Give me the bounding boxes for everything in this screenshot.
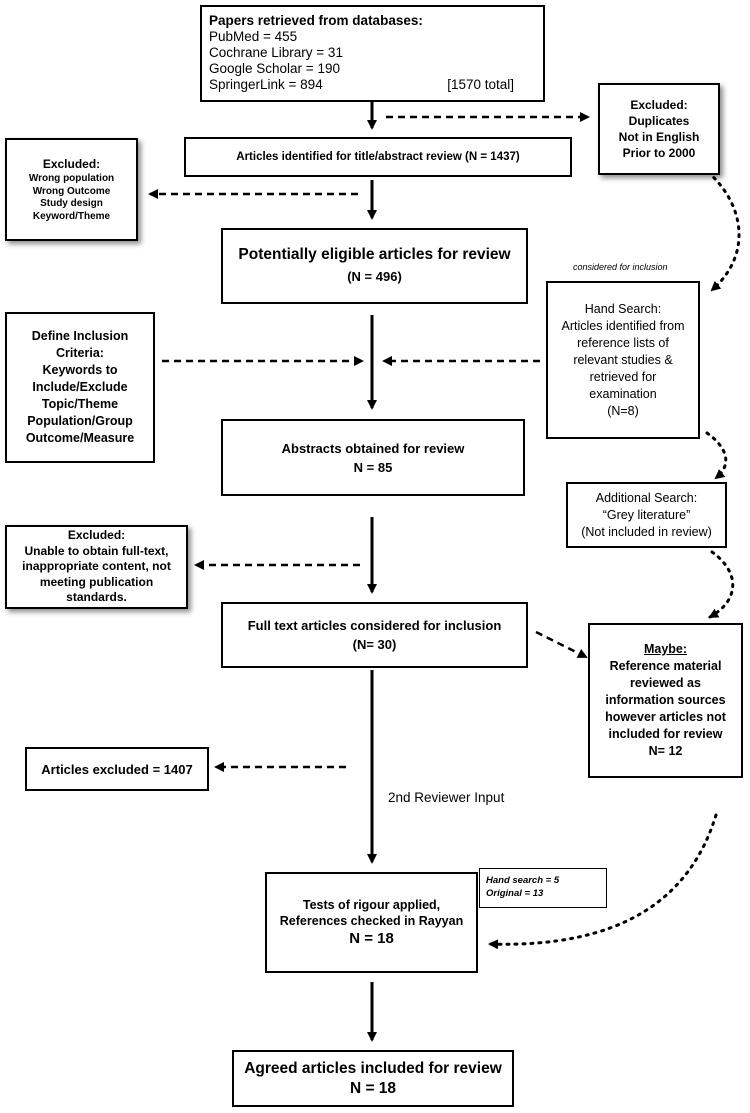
potentially-eligible-title: Potentially eligible articles for review — [238, 246, 511, 263]
rigour-line: Tests of rigour applied, — [302, 897, 441, 912]
hand-search-line: examination — [589, 386, 657, 401]
arrow-fulltext-to-maybe — [535, 630, 588, 659]
excluded-not-english: Not in English — [618, 130, 700, 144]
excluded-left-1-heading: Excluded: — [42, 157, 101, 171]
abstracts-box: Abstracts obtained for review N = 85 — [221, 419, 525, 496]
excluded-wrong-population: Wrong population — [28, 173, 115, 184]
db-google-scholar: Google Scholar = 190 — [209, 61, 340, 76]
potentially-eligible-box: Potentially eligible articles for review… — [221, 228, 528, 304]
maybe-line: included for review — [608, 727, 723, 741]
maybe-line: reviewed as — [630, 676, 701, 690]
excluded-left-2-line: standards. — [66, 590, 127, 605]
full-text-title: Full text articles considered for inclus… — [247, 618, 502, 633]
excluded-heading: Excluded: — [630, 98, 688, 112]
excluded-duplicates-box: Excluded: Duplicates Not in English Prio… — [598, 83, 720, 175]
excluded-full-text-box: Excluded: Unable to obtain full-text, in… — [5, 525, 188, 609]
title-abstract-text: Articles identified for title/abstract r… — [236, 151, 520, 163]
additional-search-grey: “Grey literature” — [602, 507, 691, 522]
hand-search-line: retrieved for — [589, 369, 657, 384]
hand-search-box: Hand Search: Articles identified from re… — [546, 281, 700, 439]
criteria-line: Define Inclusion — [31, 329, 129, 343]
excluded-wrong-population-box: Excluded: Wrong population Wrong Outcome… — [5, 138, 138, 241]
full-text-box: Full text articles considered for inclus… — [221, 602, 528, 668]
abstracts-n: N = 85 — [353, 459, 393, 475]
additional-search-heading: Additional Search: — [595, 490, 698, 505]
potentially-eligible-n: (N = 496) — [347, 269, 402, 284]
agreed-title: Agreed articles included for review — [244, 1059, 502, 1077]
hand-search-line: Articles identified from — [561, 318, 685, 333]
hand-search-note-box: Hand search = 5 Original = 13 — [479, 868, 607, 908]
agreed-box: Agreed articles included for review N = … — [232, 1050, 514, 1107]
hand-search-line: reference lists of — [577, 335, 669, 350]
excluded-left-2-line: Unable to obtain full-text, — [24, 543, 169, 558]
inclusion-criteria-box: Define Inclusion Criteria: Keywords to I… — [5, 312, 155, 463]
hand-search-heading: Hand Search: — [584, 301, 662, 316]
second-reviewer-label: 2nd Reviewer Input — [388, 790, 505, 805]
excluded-left-2-line: meeting publication — [39, 574, 154, 589]
maybe-line: information sources — [605, 693, 726, 707]
db-total: [1570 total] — [447, 77, 514, 92]
databases-heading: Papers retrieved from databases: — [209, 13, 423, 28]
arrow-maybe-to-rigour — [488, 813, 718, 950]
additional-search-note: (Not included in review) — [581, 524, 712, 539]
hand-search-n: (N=8) — [607, 403, 639, 418]
arrow-excluded-to-handsearch — [706, 170, 741, 292]
full-text-n: (N= 30) — [352, 637, 397, 652]
db-cochrane: Cochrane Library = 31 — [209, 45, 343, 60]
articles-excluded-box: Articles excluded = 1407 — [25, 747, 209, 791]
rigour-box: Tests of rigour applied, References chec… — [265, 872, 478, 973]
db-springerlink: SpringerLink = 894 — [209, 77, 323, 92]
rigour-n: N = 18 — [349, 929, 394, 947]
arrow-handsearch-to-additional — [705, 431, 728, 480]
criteria-line: Outcome/Measure — [25, 431, 135, 445]
articles-excluded-text: Articles excluded = 1407 — [41, 761, 193, 777]
rigour-line: References checked in Rayyan — [279, 913, 464, 928]
criteria-line: Criteria: — [56, 346, 104, 360]
additional-search-box: Additional Search: “Grey literature” (No… — [566, 482, 727, 548]
criteria-line: Keywords to — [42, 363, 118, 377]
considered-for-inclusion-label: considered for inclusion — [573, 262, 668, 272]
criteria-line: Topic/Theme — [41, 397, 119, 411]
maybe-line: Reference material — [609, 659, 722, 673]
maybe-heading: Maybe: — [643, 642, 688, 656]
arrow-additional-to-maybe — [708, 550, 735, 619]
note-hand-search: Hand search = 5 — [486, 875, 560, 886]
excluded-left-2-heading: Excluded: — [67, 528, 126, 543]
title-abstract-box: Articles identified for title/abstract r… — [184, 137, 572, 177]
maybe-line: however articles not — [605, 710, 726, 724]
db-pubmed: PubMed = 455 — [209, 29, 298, 44]
excluded-prior-2000: Prior to 2000 — [622, 146, 696, 160]
excluded-keyword-theme: Keyword/Theme — [32, 210, 111, 222]
excluded-left-2-line: inappropriate content, not — [22, 559, 171, 574]
excluded-duplicates: Duplicates — [628, 114, 690, 128]
db-last-row: SpringerLink = 894 [1570 total] — [209, 77, 536, 93]
excluded-study-design: Study design — [40, 198, 103, 209]
excluded-wrong-outcome: Wrong Outcome — [32, 185, 111, 197]
criteria-line: Include/Exclude — [32, 380, 128, 394]
hand-search-line: relevant studies & — [573, 352, 673, 367]
note-original: Original = 13 — [486, 888, 544, 899]
maybe-box: Maybe: Reference material reviewed as in… — [588, 623, 743, 778]
databases-box: Papers retrieved from databases: PubMed … — [200, 5, 545, 102]
maybe-n: N= 12 — [648, 744, 683, 758]
abstracts-title: Abstracts obtained for review — [281, 440, 465, 456]
agreed-n: N = 18 — [349, 1079, 397, 1097]
criteria-line: Population/Group — [27, 414, 133, 428]
